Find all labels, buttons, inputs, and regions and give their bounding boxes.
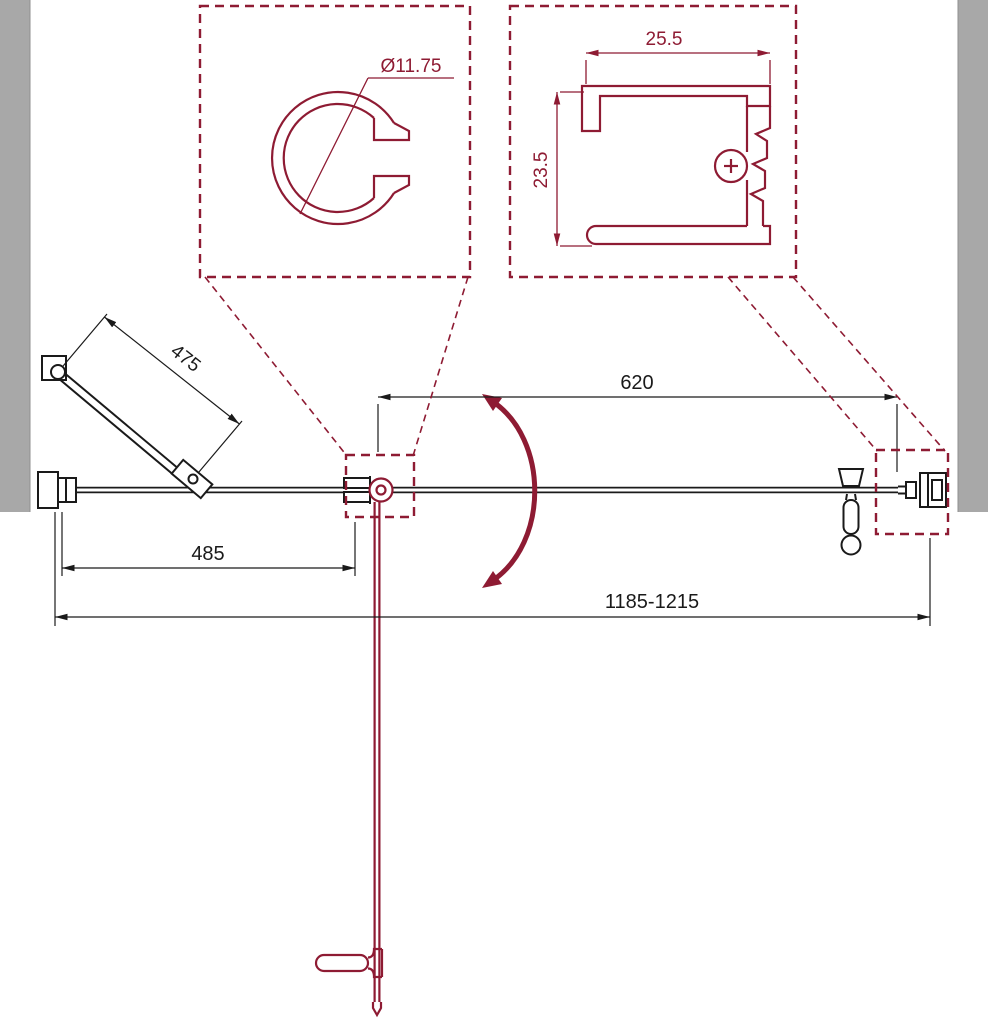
dimension-profile-height: 23.5 xyxy=(531,91,592,247)
leader-line xyxy=(412,276,469,457)
door-open-position xyxy=(314,502,384,1018)
glass-panel-plan xyxy=(74,486,898,494)
hinge-clamp-bottom xyxy=(343,491,371,503)
profile-inner-arc xyxy=(282,102,375,214)
right-profile-connector xyxy=(905,481,917,499)
support-bar xyxy=(41,355,214,500)
door-handle-grip xyxy=(314,953,370,973)
handle-mount-top xyxy=(367,947,382,959)
swing-arc xyxy=(489,398,538,584)
hinge-zoom-box xyxy=(344,453,416,519)
handle-mount-bottom xyxy=(367,967,382,979)
callout-round-profile: Ø11.75 xyxy=(198,4,472,279)
knob-stem xyxy=(842,499,860,535)
dimension-door-width: 620 xyxy=(377,372,898,472)
door-bottom-tip xyxy=(371,1002,383,1018)
dimension-profile-width: 25.5 xyxy=(585,29,771,84)
callout-border xyxy=(508,4,798,279)
hinge-assembly xyxy=(343,476,394,504)
left-wall xyxy=(0,0,31,512)
profile-screw-boss xyxy=(713,148,749,184)
knob-neck-right xyxy=(854,493,857,501)
profile-finned-edge xyxy=(748,106,772,226)
dimension-overall-width: 1185-1215 xyxy=(54,512,931,626)
knob-neck-left xyxy=(845,493,848,501)
right-profile-zoom-box xyxy=(874,448,950,536)
diameter-leader xyxy=(299,77,369,215)
left-profile-outer xyxy=(37,471,59,509)
profile-top-lip xyxy=(372,118,411,142)
dimension-line-475 xyxy=(104,316,240,425)
support-bar-edge-bottom xyxy=(59,379,186,485)
profile-outer-arc xyxy=(271,90,395,226)
round-profile-section xyxy=(271,90,411,226)
leader-line xyxy=(204,276,348,457)
right-wall-surface xyxy=(958,0,988,512)
wall-profile-section xyxy=(580,84,772,246)
dimension-fixed-panel: 485 xyxy=(61,512,356,576)
support-bar-wall-pivot xyxy=(50,364,66,380)
ext-line xyxy=(62,313,108,367)
diameter-label: Ø11.75 xyxy=(381,56,442,77)
pivot-circle xyxy=(368,477,394,503)
right-wall-profile xyxy=(898,472,947,508)
leader-line xyxy=(727,276,878,452)
hinge-clamp-top xyxy=(343,477,371,489)
leader-line xyxy=(792,276,946,452)
door-swing-arrow xyxy=(482,394,538,588)
swing-arrowhead-bottom xyxy=(482,571,502,588)
overall-width-label: 1185-1215 xyxy=(605,591,699,613)
door-knob xyxy=(837,468,865,556)
support-bar-clamp-body xyxy=(170,458,214,500)
support-bar-glass-clamp xyxy=(170,458,214,500)
left-wall-surface xyxy=(0,0,30,512)
fixed-panel-label: 485 xyxy=(191,543,224,565)
profile-width-label: 25.5 xyxy=(646,29,683,50)
knob-top-flare xyxy=(837,468,865,487)
door-width-label: 620 xyxy=(620,372,653,394)
left-wall-profile xyxy=(37,471,77,509)
profile-top-channel xyxy=(580,84,772,133)
right-wall xyxy=(957,0,988,512)
ext-line xyxy=(197,420,243,474)
profile-bottom-lip xyxy=(372,174,411,198)
callout-wall-profile: 25.5 23.5 xyxy=(508,4,798,279)
pivot-center xyxy=(375,484,387,496)
support-bar-clamp-pivot xyxy=(187,473,199,485)
callout-leaders xyxy=(204,276,946,457)
knob-ball xyxy=(840,534,862,556)
right-profile-slot xyxy=(931,479,943,501)
callout-border xyxy=(198,4,472,279)
profile-height-label: 23.5 xyxy=(531,152,552,189)
support-bar-edge-top xyxy=(64,373,191,479)
profile-bottom-flange xyxy=(585,224,772,246)
